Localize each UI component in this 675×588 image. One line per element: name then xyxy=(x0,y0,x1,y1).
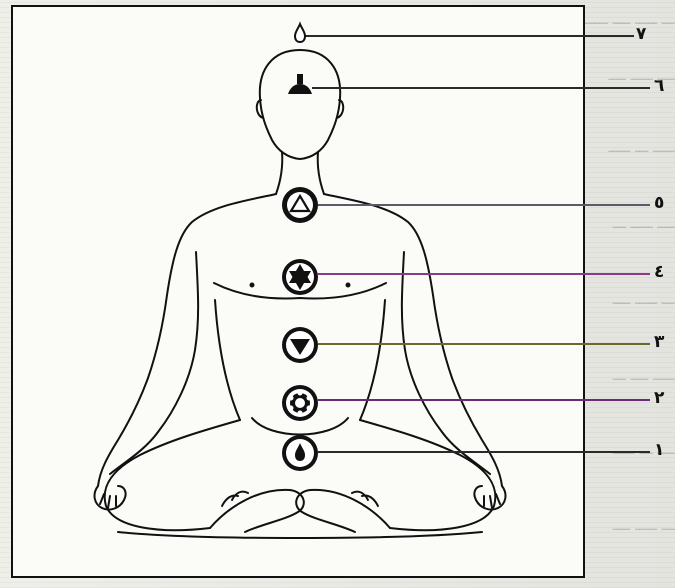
chakra-number-1: ١ xyxy=(654,442,664,459)
six-point-star-icon xyxy=(282,259,318,295)
seat-line xyxy=(118,532,482,538)
chakra-number-2: ٢ xyxy=(654,390,664,407)
bell-shape-icon xyxy=(288,74,312,94)
chakra-number-5: ٥ xyxy=(654,195,664,212)
left-fingers xyxy=(100,494,116,508)
inner-arm-right xyxy=(402,252,490,474)
chakra-number-4: ٤ xyxy=(654,264,664,281)
neck-right xyxy=(318,152,324,194)
right-thigh xyxy=(360,420,495,530)
inner-arm-left xyxy=(110,252,198,474)
torso-right xyxy=(324,194,502,486)
left-foot xyxy=(210,490,304,532)
chakra-number-6: ٦ xyxy=(654,78,664,95)
right-fingers xyxy=(484,494,500,508)
right-foot xyxy=(296,490,390,532)
triangle-in-circle-icon xyxy=(282,187,318,223)
toes-left xyxy=(222,492,248,506)
drop-outline-icon xyxy=(295,24,305,42)
chakra-number-7: ٧ xyxy=(636,26,646,43)
right-nipple-dot xyxy=(346,283,351,288)
neck-left xyxy=(276,152,282,194)
waist-right xyxy=(360,300,385,420)
left-nipple-dot xyxy=(250,283,255,288)
left-thigh xyxy=(105,420,240,530)
chakra-number-3: ٣ xyxy=(654,334,664,351)
inverted-triangle-icon xyxy=(282,327,318,363)
head-outline xyxy=(260,50,340,159)
toes-right xyxy=(352,492,378,506)
waist-left xyxy=(215,300,240,420)
lotus-ring-icon xyxy=(282,385,318,421)
torso-left xyxy=(98,194,276,486)
drop-in-circle-icon xyxy=(282,435,318,471)
leader-lines xyxy=(304,36,650,452)
